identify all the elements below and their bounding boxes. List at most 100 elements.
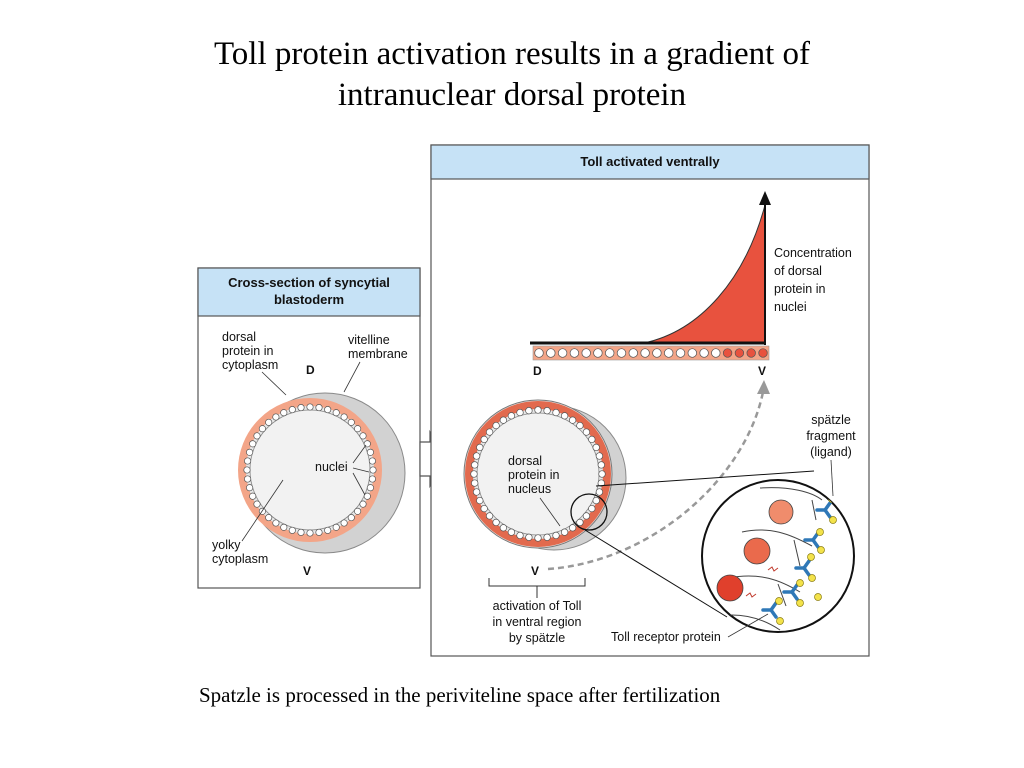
left-nucleus [288,526,296,534]
left-nucleus [280,409,288,417]
left-nucleus [243,466,251,474]
concentration-label-4: nuclei [774,300,807,314]
left-nucleus [265,514,273,522]
left-nucleus [315,404,323,412]
left-nucleus [368,475,376,483]
right-nucleus [485,512,494,520]
zoom-region-circle [570,493,608,531]
left-dorsal-label-1: dorsal [222,330,256,344]
right-nucleus [592,443,600,452]
right-nucleus [480,504,488,513]
right-embryo-v-label: V [531,564,539,578]
right-nucleus [560,528,569,536]
right-nucleus [525,533,533,541]
right-row-v-label: V [758,364,766,378]
row-nucleus [711,348,721,358]
right-panel: Toll activated ventrally D V Concentrati… [430,144,870,657]
concentration-label-2: of dorsal [774,264,822,278]
left-yolky-label-2: cytoplasm [212,552,268,566]
left-nucleus [253,500,261,508]
zoom-connector-bottom [584,529,728,618]
row-nucleus [581,348,591,358]
row-nucleus [605,348,615,358]
spatzle-label-1: spätzle [811,413,851,427]
left-vitelline-label-2: membrane [348,347,408,361]
right-nucleus [576,518,584,527]
right-nucleus [470,470,478,478]
right-nucleus [598,470,606,478]
left-yolky-cytoplasm [249,409,371,531]
left-nucleus [359,500,367,508]
concentration-axis-arrowhead [759,191,771,205]
right-nucleus [560,412,569,420]
left-nucleus [258,425,266,433]
right-nucleus [476,443,484,452]
right-nucleus [568,416,577,424]
right-embryo-cross-section [463,399,627,551]
right-nucleus [516,408,524,417]
left-nucleus [306,529,314,537]
right-panel-header [430,144,870,180]
right-nucleus [471,479,479,487]
right-nucleus [471,461,479,469]
row-nucleus [722,348,733,358]
left-vitelline-label-1: vitelline [348,333,390,347]
right-nucleus [499,416,508,424]
left-nucleus [368,457,376,465]
right-nucleus [552,408,560,417]
right-nucleus [595,488,604,496]
activation-label-3: by spätzle [509,631,565,645]
zoom-connector-top [595,470,815,487]
row-nucleus [734,348,745,358]
row-nucleus [758,348,768,358]
toll-receptors [761,501,832,619]
left-dorsal-label-3: cytoplasm [222,358,278,372]
left-embryo-cross-section [238,392,406,554]
left-header-line-2: blastoderm [274,292,344,307]
right-nucleus [582,512,591,520]
row-nucleus [557,348,568,358]
row-nucleus [640,348,650,358]
activation-label-1: activation of Toll [493,599,582,613]
row-nucleus [687,348,697,358]
left-nucleus [366,448,374,456]
right-nucleus [597,479,605,487]
left-nucleus [347,514,355,522]
left-nucleus [249,492,257,500]
right-nucleus [588,504,596,513]
right-nucleus [485,428,494,436]
row-nucleus [616,348,627,358]
row-nucleus [664,348,674,358]
right-nucleus [516,531,524,540]
right-nucleus [507,412,516,420]
toll-receptor-label: Toll receptor protein [611,630,721,644]
right-nucleus [534,406,542,414]
zoom-nucleus-1 [768,499,794,525]
spatzle-label-2: fragment [806,429,856,443]
left-nucleus [288,406,296,414]
activation-label-2: in ventral region [493,615,582,629]
left-nucleus [265,418,273,426]
left-nucleus [297,404,305,412]
zoom-nucleus-2 [743,537,771,565]
left-nucleus [359,432,367,440]
left-nucleus [315,528,323,536]
row-nucleus [699,348,709,358]
left-nucleus [253,432,261,440]
row-nucleus [569,348,580,358]
left-nucleus [249,440,257,448]
left-nucleus [324,406,332,414]
right-nucleus [543,533,551,541]
left-nucleus [297,528,305,536]
right-nucleus [480,435,488,444]
dorsal-nucleus-label-2: protein in [508,468,559,482]
left-nucleus [332,523,340,531]
left-cytoplasm-ring [238,398,382,542]
left-nucleus [244,475,252,483]
left-nucleus [366,484,374,492]
left-header-line-1: Cross-section of syncytial [228,275,390,290]
row-nucleus [652,348,662,358]
left-nucleus [369,466,377,474]
left-nucleus [244,457,252,465]
